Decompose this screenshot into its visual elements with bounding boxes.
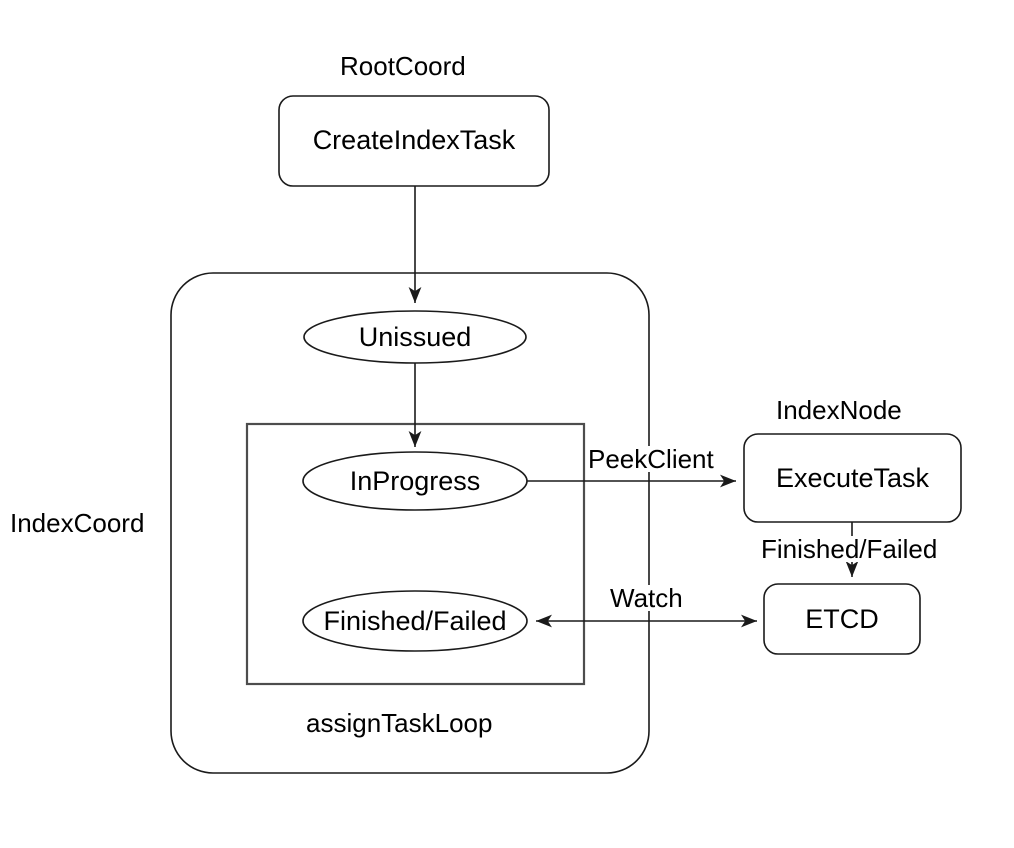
group-label-rootcoord: RootCoord — [340, 51, 466, 81]
node-label-etcd: ETCD — [805, 604, 879, 634]
node-label-unissued: Unissued — [358, 322, 472, 352]
group-label-indexnode: IndexNode — [776, 395, 902, 425]
group-indexcoord-boundary — [170, 272, 650, 774]
edge-label-finished-failed: Finished/Failed — [759, 534, 940, 564]
node-create-index-task-shape[interactable] — [278, 95, 550, 187]
group-label-assigntaskloop: assignTaskLoop — [306, 708, 493, 738]
node-label-create-index-task: CreateIndexTask — [312, 125, 516, 155]
node-etcd-shape[interactable] — [763, 583, 921, 655]
node-finished-failed-shape[interactable] — [302, 590, 528, 652]
node-label-execute-task: ExecuteTask — [775, 463, 930, 493]
node-label-inprogress: InProgress — [349, 466, 481, 496]
edge-label-peekclient: PeekClient — [586, 444, 716, 474]
edge-label-watch: Watch — [608, 583, 685, 613]
group-label-indexcoord: IndexCoord — [10, 508, 145, 538]
node-label-finished-failed: Finished/Failed — [323, 606, 507, 636]
